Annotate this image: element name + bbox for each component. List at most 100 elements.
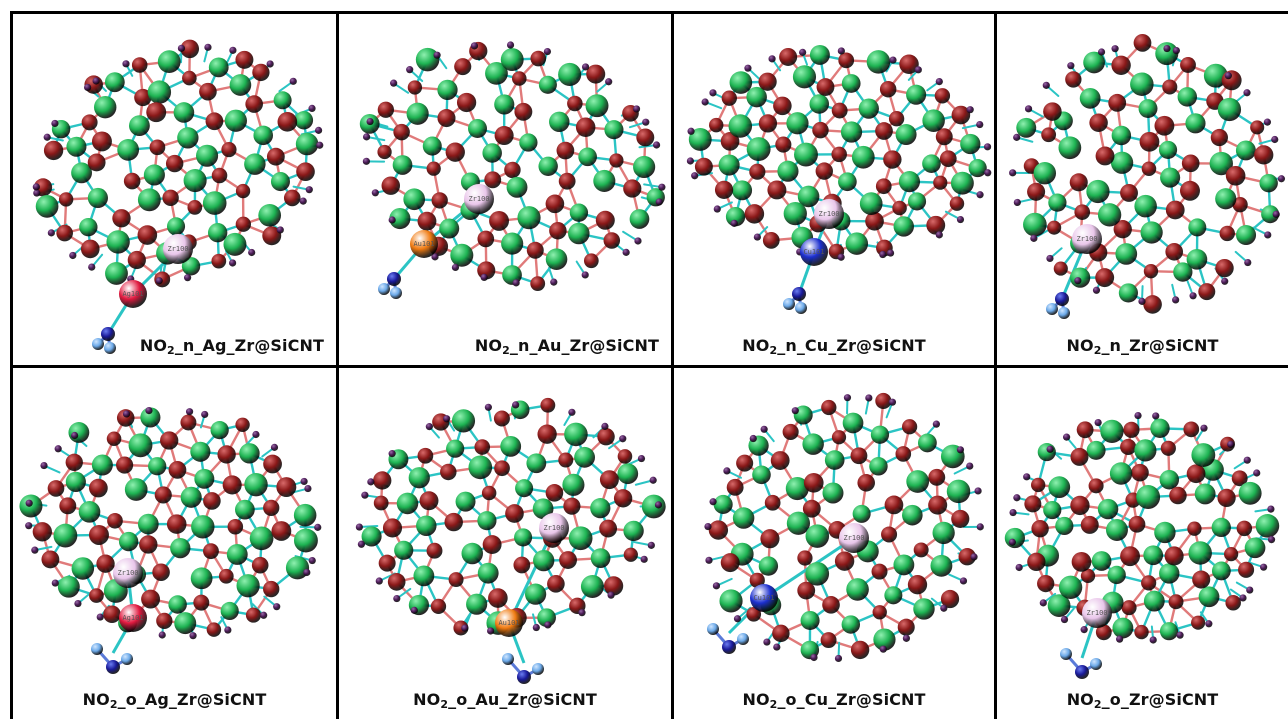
silicon-atom (562, 473, 585, 496)
hydrogen-atom (1172, 46, 1180, 55)
carbon-atom (137, 225, 158, 245)
silicon-atom (1048, 476, 1071, 499)
carbon-atom (563, 497, 581, 515)
carbon-atom (263, 580, 280, 598)
hydrogen-atom (791, 407, 799, 415)
carbon-atom (1134, 624, 1149, 640)
carbon-atom (1037, 574, 1055, 593)
silicon-atom (802, 433, 824, 455)
carbon-atom (378, 554, 396, 572)
carbon-atom (1070, 447, 1089, 466)
carbon-atom (160, 431, 179, 450)
silicon-atom (253, 125, 273, 146)
silicon-atom (859, 192, 883, 215)
hydrogen-atom (393, 594, 401, 603)
hydrogen-atom (753, 233, 761, 241)
hydrogen-atom (760, 425, 768, 433)
hydrogen-atom (201, 410, 209, 419)
hydrogen-atom (357, 540, 366, 548)
zr-atom-tag: Zr100 (468, 195, 489, 203)
hydrogen-atom (634, 237, 642, 245)
carbon-atom (850, 640, 870, 660)
no2-adsorbate (1046, 292, 1070, 319)
oxygen-atom (737, 633, 749, 645)
silicon-atom (568, 222, 590, 245)
hydrogen-atom (51, 119, 59, 128)
hydrogen-atom (305, 186, 313, 194)
hydrogen-atom (25, 499, 33, 507)
silicon-atom (129, 115, 150, 136)
carbon-atom (875, 122, 893, 140)
silicon-atom (500, 48, 524, 72)
zirconium-atom: Zr100 (1082, 598, 1112, 628)
carbon-atom (749, 572, 765, 588)
carbon-atom (871, 563, 888, 580)
carbon-atom (149, 139, 166, 156)
hydrogen-atom (605, 78, 613, 86)
carbon-atom (709, 117, 724, 133)
silicon-atom (564, 422, 588, 447)
silicon-atom (950, 171, 974, 195)
silicon-atom (558, 62, 582, 87)
hydrogen-atom (303, 568, 311, 577)
hydrogen-atom (889, 56, 897, 64)
panel-caption: NO2_o_Zr@SiCNT (1066, 690, 1219, 711)
carbon-atom (221, 141, 237, 158)
hydrogen-atom (145, 406, 153, 415)
silicon-atom (500, 436, 522, 457)
hydrogen-atom (686, 157, 695, 165)
silicon-atom (526, 453, 547, 474)
carbon-atom (477, 230, 495, 248)
nitrogen-atom (387, 272, 401, 286)
dopant-metal-atom: Au101 (495, 609, 523, 637)
silicon-atom (235, 499, 255, 520)
no2-adsorbate (1060, 648, 1102, 679)
carbon-atom (56, 224, 73, 242)
carbon-atom (764, 494, 781, 511)
carbon-atom (746, 606, 762, 622)
hydrogen-atom (367, 478, 375, 486)
dopant-atom-tag: Au101 (413, 240, 434, 248)
carbon-atom (203, 492, 221, 510)
hydrogen-atom (314, 523, 322, 531)
silicon-atom (224, 109, 247, 132)
silicon-atom (394, 540, 414, 560)
silicon-atom (893, 554, 915, 576)
carbon-atom (65, 453, 83, 471)
hydrogen-atom (640, 555, 648, 563)
hydrogen-atom (1063, 433, 1071, 441)
carbon-atom (1031, 519, 1049, 538)
carbon-atom (1080, 515, 1099, 534)
silicon-atom (898, 171, 921, 193)
silicon-atom (461, 542, 483, 565)
silicon-atom (1244, 537, 1266, 559)
carbon-atom (456, 92, 477, 113)
hydrogen-atom (506, 41, 515, 49)
silicon-atom (477, 562, 499, 584)
dopant-atom-tag: Au101 (498, 619, 519, 627)
carbon-atom (933, 175, 948, 190)
hydrogen-atom (54, 445, 62, 453)
carbon-atom (112, 209, 131, 228)
atom-layer (1009, 33, 1286, 314)
carbon-atom (1254, 145, 1274, 165)
hydrogen-atom (1176, 631, 1184, 639)
hydrogen-atom (484, 403, 492, 411)
hydrogen-atom (487, 627, 495, 635)
silicon-atom (1109, 462, 1133, 485)
hydrogen-atom (956, 446, 965, 454)
carbon-atom (87, 153, 106, 172)
hydrogen-atom (1013, 494, 1021, 502)
carbon-atom (454, 58, 472, 76)
hydrogen-atom (512, 279, 520, 287)
silicon-atom (143, 164, 165, 186)
silicon-atom (604, 120, 624, 140)
carbon-atom (694, 157, 713, 176)
carbon-atom (91, 131, 112, 152)
hydrogen-atom (74, 599, 82, 608)
carbon-atom (1225, 165, 1246, 186)
molecule-structure: Zr100 (1009, 33, 1286, 319)
carbon-atom (182, 70, 197, 86)
silicon-atom (196, 144, 219, 167)
